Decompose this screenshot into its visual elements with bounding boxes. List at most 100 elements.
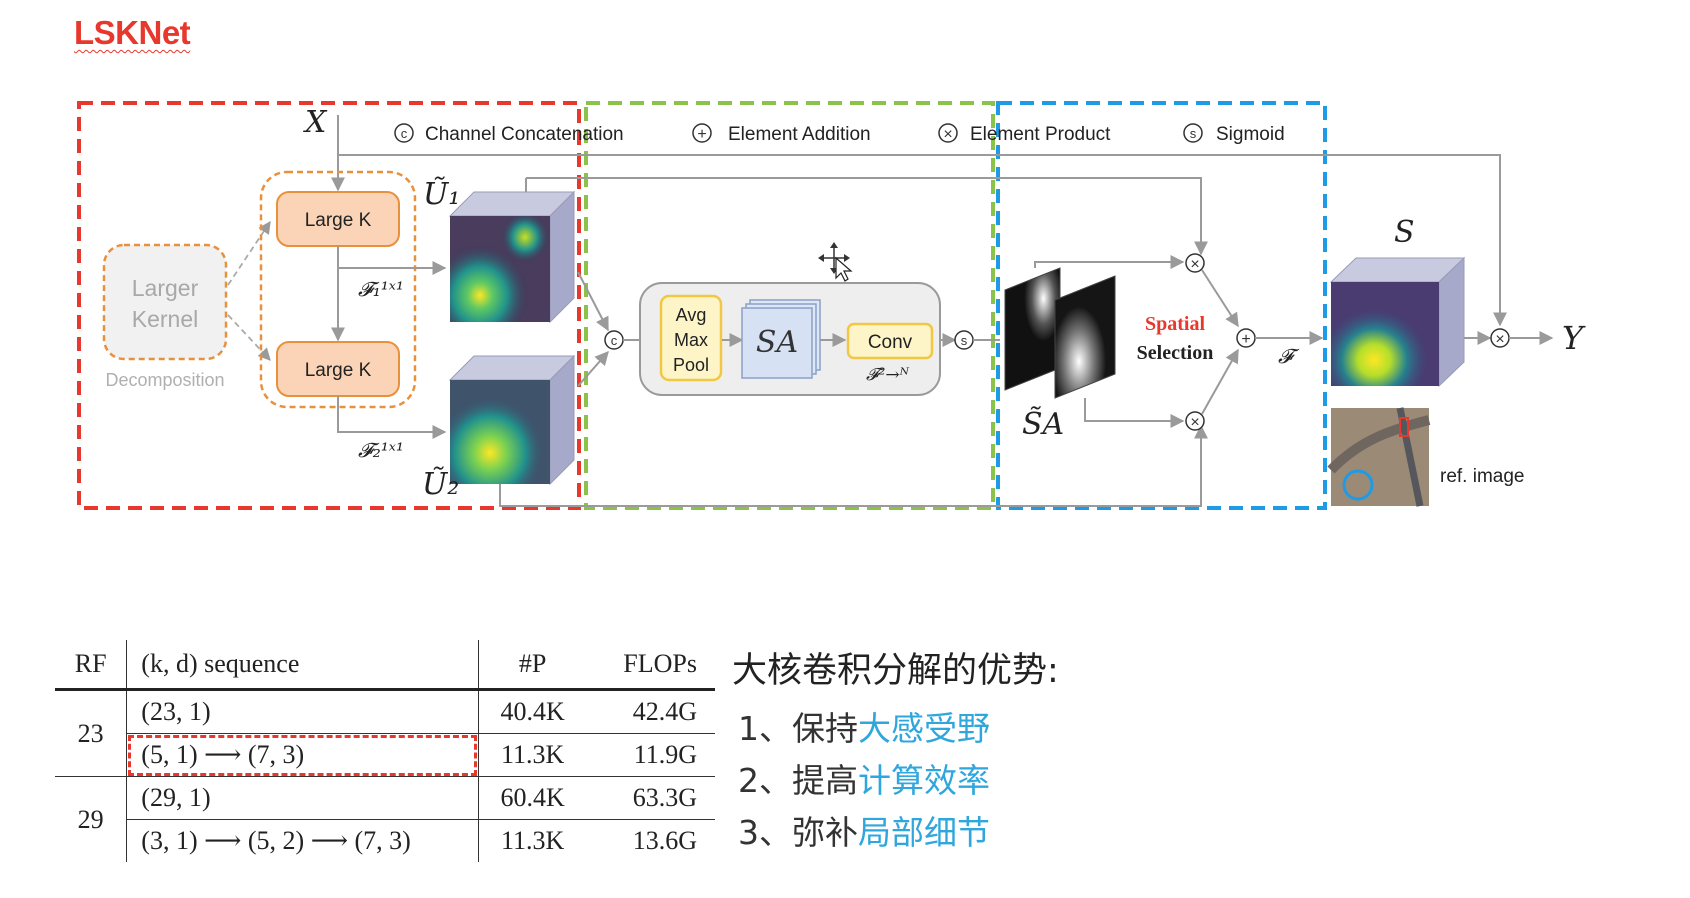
header-flops: FLOPs — [586, 640, 715, 691]
concat-node-symbol: c — [611, 333, 618, 348]
legend-add: Element Addition — [728, 124, 871, 145]
decomposition-frame — [77, 101, 581, 510]
sigmoid-node-symbol: s — [961, 333, 968, 348]
slide-title: LSKNet — [74, 14, 191, 51]
pool-line3: Pool — [673, 355, 709, 375]
header-seq: (k, d) sequence — [126, 640, 479, 691]
conv-sub-label: 𝓕²→ᴺ — [866, 365, 910, 385]
cell-flops: 42.4G — [586, 689, 715, 734]
input-x: X — [303, 105, 328, 140]
pool-line1: Avg — [676, 305, 707, 325]
cell-params: 60.4K — [478, 776, 587, 820]
final-product-symbol: × — [1495, 331, 1504, 348]
cell-seq: (29, 1) — [126, 776, 479, 820]
add-symbol: + — [697, 126, 706, 143]
conv-label: Conv — [868, 332, 913, 353]
conv-box — [846, 322, 934, 360]
table-row: 29 (29, 1) 60.4K 63.3G — [55, 776, 715, 862]
product-node-bottom — [1185, 411, 1205, 431]
pooling-frame — [584, 101, 995, 510]
large-k-group — [259, 170, 417, 409]
selection-label: Selection — [1137, 342, 1214, 364]
advantage-highlight: 计算效率 — [858, 761, 990, 800]
sa-stack — [741, 299, 821, 379]
add-icon — [692, 123, 712, 143]
cell-rf: 23 — [55, 689, 128, 777]
add-node-symbol: + — [1241, 331, 1250, 348]
advantage-item-2: 2、提高计算效率 — [738, 754, 990, 802]
product-node-top — [1185, 253, 1205, 273]
lsknet-diagram: c Channel Concatenation + Element Additi… — [77, 101, 1586, 510]
legend-sigmoid: Sigmoid — [1216, 124, 1285, 145]
advantage-highlight: 大感受野 — [858, 709, 990, 748]
product-node-bottom-symbol: × — [1190, 414, 1199, 431]
advantage-prefix: 2、提高 — [738, 761, 858, 800]
advantage-prefix: 1、保持 — [738, 709, 858, 748]
product-node-top-symbol: × — [1190, 256, 1199, 273]
ref-image — [1327, 407, 1431, 507]
s-feature-cube — [1329, 256, 1466, 388]
larger-kernel-line1: Larger — [132, 275, 199, 301]
legend-product: Element Product — [970, 124, 1111, 145]
sigmoid-icon — [1183, 123, 1203, 143]
legend: c Channel Concatenation + Element Additi… — [394, 123, 1285, 145]
sigmoid-symbol: s — [1190, 126, 1197, 141]
header-rf: RF — [55, 640, 128, 691]
cell-seq: (23, 1) — [126, 689, 479, 734]
ref-image-label: ref. image — [1440, 466, 1524, 487]
s-label: S — [1394, 215, 1415, 250]
pool-box — [659, 294, 723, 382]
table-row: (3, 1) ⟶ (5, 2) ⟶ (7, 3) 11.3K 13.6G — [55, 819, 715, 862]
u1-feature-cube — [448, 190, 576, 324]
spatial-label: Spatial — [1145, 313, 1205, 335]
cell-params: 11.3K — [478, 733, 587, 777]
f1-label: 𝓕₁¹ˣ¹ — [358, 277, 404, 301]
arrow-map1-to-product — [1034, 255, 1185, 269]
arrow-u2-to-product — [499, 424, 1208, 507]
cell-flops: 63.3G — [586, 776, 715, 820]
cell-flops: 11.9G — [586, 733, 715, 777]
advantage-highlight: 局部细节 — [858, 813, 990, 852]
pool-line2: Max — [674, 330, 708, 350]
output-y: Y — [1562, 319, 1586, 357]
f2-label: 𝓕₂¹ˣ¹ — [358, 438, 404, 462]
concat-symbol: c — [401, 126, 408, 141]
cell-params: 40.4K — [478, 689, 587, 734]
product-symbol: × — [943, 126, 952, 143]
large-k-top-label: Large K — [305, 210, 372, 231]
advantage-item-1: 1、保持大感受野 — [738, 702, 990, 750]
cell-seq: (3, 1) ⟶ (5, 2) ⟶ (7, 3) — [126, 819, 479, 862]
f-label: 𝓕 — [1278, 344, 1300, 368]
sa-attention-maps — [1004, 267, 1116, 399]
legend-concat: Channel Concatenation — [425, 124, 624, 145]
u2-label: Ũ₂ — [422, 466, 459, 502]
rf-comparison-table: RF (k, d) sequence #P FLOPs 23 (23, 1) 4… — [55, 640, 715, 862]
u2-feature-cube — [448, 354, 576, 486]
u1-label: Ũ₁ — [423, 176, 460, 212]
product-icon — [938, 123, 958, 143]
arrow-u1-to-concat — [577, 271, 609, 332]
table-row: (5, 1) ⟶ (7, 3) 11.3K 11.9G — [55, 733, 715, 777]
arrow-map2-to-product — [1084, 398, 1185, 428]
cell-flops: 13.6G — [632, 826, 697, 855]
decomp-arrow-top — [227, 220, 271, 286]
header-params: #P — [478, 640, 587, 691]
arrow-top-to-add — [1201, 269, 1239, 328]
large-k-bottom-label: Large K — [305, 360, 372, 381]
decomposition-label: Decomposition — [105, 370, 224, 390]
arrow-u1-to-product — [526, 177, 1208, 256]
sa-tilde-label: S̃A — [1022, 407, 1064, 442]
arrow-bottom-to-add — [1201, 348, 1239, 415]
larger-kernel-box — [102, 243, 228, 361]
sa-label: SA — [756, 325, 798, 360]
selection-frame — [996, 101, 1327, 510]
concat-icon — [394, 123, 414, 143]
cell-params: 11.3K — [501, 826, 565, 855]
decomp-arrow-bottom — [227, 314, 271, 361]
cell-rf: 29 — [55, 776, 128, 862]
arrow-to-u2 — [337, 396, 447, 439]
advantages-title: 大核卷积分解的优势: — [732, 651, 1059, 691]
move-cursor-icon — [818, 242, 853, 282]
larger-kernel-line2: Kernel — [132, 306, 198, 332]
arrow-u2-to-concat — [577, 350, 609, 387]
